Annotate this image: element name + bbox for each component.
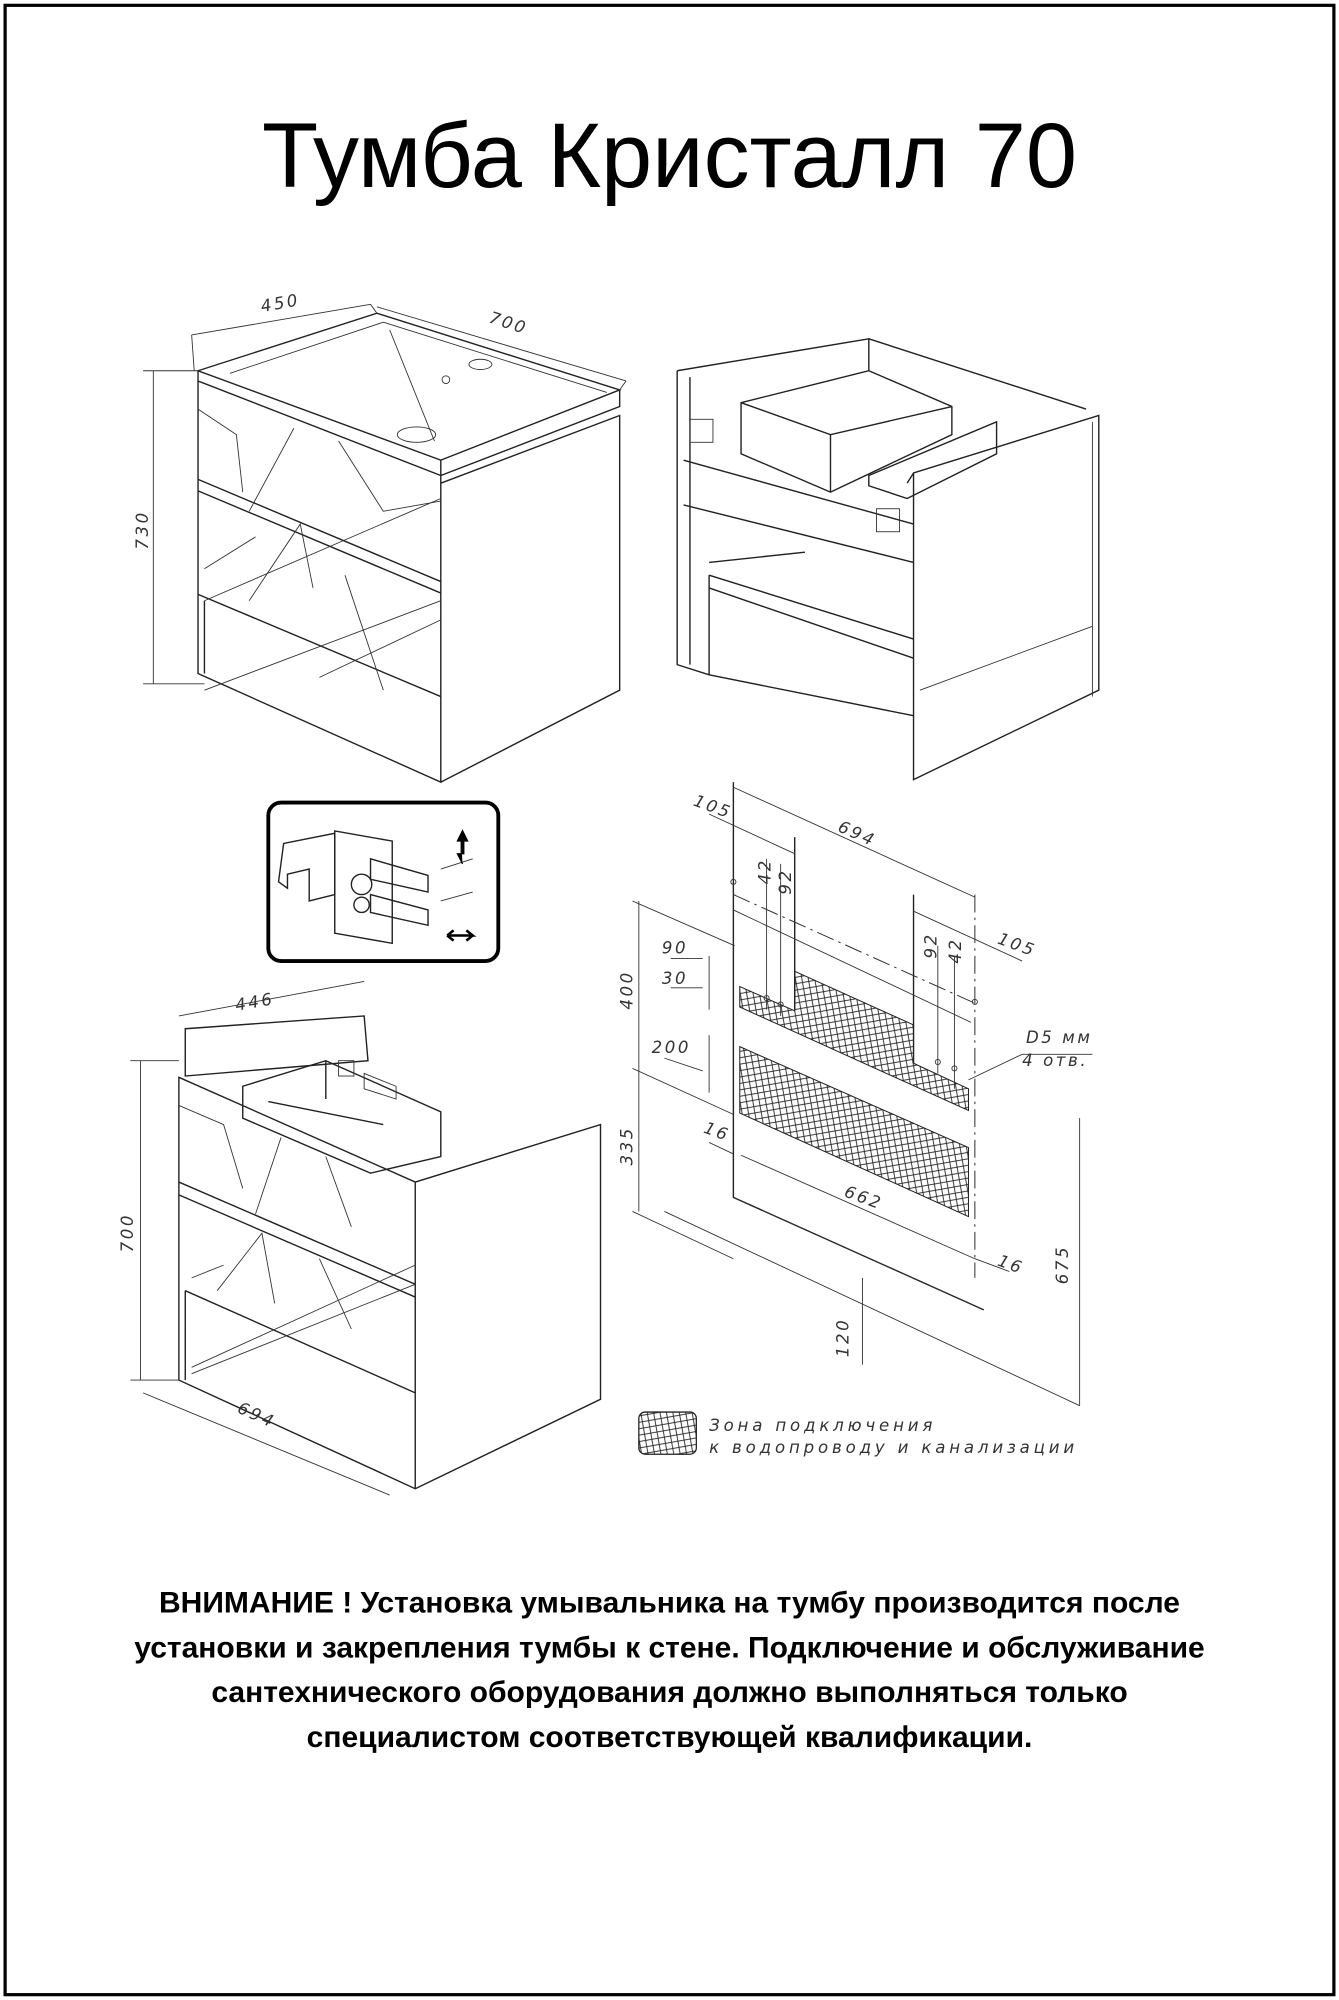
dim-depth-446: 446 bbox=[234, 989, 276, 1015]
dim-width-700: 700 bbox=[487, 308, 530, 338]
dim-depth-450: 450 bbox=[259, 290, 301, 316]
connection-zone-legend: Зона подключения к водопроводу и канализ… bbox=[638, 1411, 1078, 1457]
dim-90: 90 bbox=[662, 938, 688, 957]
warning-line: ВНИМАНИЕ ! Установка умывальника на тумб… bbox=[159, 1587, 1180, 1620]
dim-left-16: 16 bbox=[701, 1118, 732, 1145]
cabinet-body-drawing: 446 700 694 bbox=[118, 981, 602, 1496]
warning-line: специалистом соответствующей квалификаци… bbox=[307, 1721, 1033, 1754]
dim-335: 335 bbox=[617, 1126, 636, 1165]
dim-height-730: 730 bbox=[133, 510, 152, 549]
hatch-swatch bbox=[638, 1411, 697, 1455]
page-border bbox=[3, 3, 1336, 1997]
dim-right-16: 16 bbox=[995, 1251, 1026, 1278]
dim-30: 30 bbox=[662, 969, 688, 988]
dim-right-92: 92 bbox=[922, 932, 941, 958]
dim-675: 675 bbox=[1053, 1245, 1072, 1284]
dim-right-offset-105: 105 bbox=[995, 929, 1038, 960]
dim-width-694: 694 bbox=[235, 1398, 279, 1431]
dim-total-694: 694 bbox=[835, 817, 879, 850]
warning-line: установки и закрепления тумбы к стене. П… bbox=[134, 1631, 1204, 1664]
dim-662: 662 bbox=[842, 1182, 885, 1213]
cabinet-with-sink-drawing: 450 700 730 bbox=[133, 290, 627, 784]
dim-right-42: 42 bbox=[946, 937, 965, 963]
dim-400: 400 bbox=[617, 970, 636, 1009]
dim-200: 200 bbox=[652, 1038, 691, 1057]
connection-scheme: 105 694 42 92 105 92 42 90 30 400 200 33… bbox=[617, 782, 1093, 1407]
dim-left-92: 92 bbox=[776, 868, 795, 894]
cabinet-interior-drawing bbox=[676, 337, 1100, 781]
warning-line: сантехнического оборудования должно выпо… bbox=[211, 1676, 1127, 1709]
warning-notice: ВНИМАНИЕ ! Установка умывальника на тумб… bbox=[134, 1587, 1204, 1754]
dim-height-700: 700 bbox=[118, 1213, 137, 1252]
connection-zone-lower bbox=[739, 1045, 969, 1218]
legend-line-1: Зона подключения bbox=[709, 1416, 936, 1435]
page-title: Тумба Кристалл 70 bbox=[262, 105, 1077, 207]
legend-line-2: к водопроводу и канализации bbox=[709, 1438, 1078, 1457]
hole-size-label: D5 мм bbox=[1026, 1028, 1092, 1047]
wall-hanger-detail-inset bbox=[266, 800, 501, 963]
dim-120: 120 bbox=[833, 1318, 852, 1357]
dim-left-offset-105: 105 bbox=[691, 791, 734, 822]
dim-left-42: 42 bbox=[755, 858, 774, 884]
hole-count-label: 4 отв. bbox=[1022, 1051, 1088, 1070]
